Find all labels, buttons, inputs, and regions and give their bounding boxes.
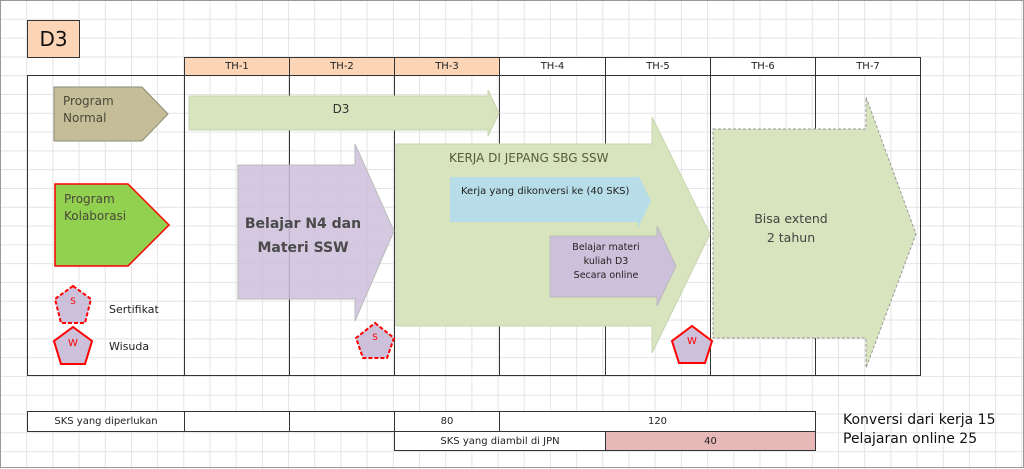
program-kolaborasi-line2: Kolaborasi: [64, 209, 127, 223]
title-box: D3: [27, 20, 80, 58]
wisuda-label: Wisuda: [109, 340, 150, 353]
sertifikat-label: Sertifikat: [109, 303, 159, 316]
wisuda-legend-mark: W: [68, 338, 78, 349]
jpn-value-cell: 40: [605, 431, 816, 451]
sertifikat-legend-icon: [53, 284, 93, 324]
online-line3: Secara online: [573, 270, 639, 281]
extend-arrow: [712, 96, 917, 369]
sks-th1-cell: [184, 411, 290, 432]
sertifikat-legend-mark: S: [70, 297, 76, 307]
sks-th4-6-cell: 120: [499, 411, 816, 432]
belajar-line1: Belajar N4 dan: [244, 216, 362, 232]
d3-arrow: [188, 89, 500, 137]
belajar-arrow: [237, 143, 395, 322]
program-normal-line1: Program: [63, 94, 114, 108]
online-arrow: [549, 225, 677, 307]
note-online: Pelajaran online 25: [843, 431, 978, 447]
sks-label-cell: SKS yang diperlukan: [27, 411, 185, 432]
d3-arrow-label: D3: [332, 102, 350, 116]
program-kolaborasi-line1: Program: [64, 192, 115, 206]
extend-line1: Bisa extend: [754, 211, 828, 226]
kerja-label: KERJA DI JEPANG SBG SSW: [449, 151, 609, 165]
konversi-label: Kerja yang dikonversi ke (40 SKS): [461, 186, 630, 197]
belajar-line2: Materi SSW: [257, 240, 349, 256]
program-kolaborasi-shape: [54, 183, 171, 267]
sks-th3-cell: 80: [394, 411, 500, 432]
online-line1: Belajar materi: [572, 242, 640, 253]
wisuda-legend-icon: [52, 325, 94, 365]
program-normal-line2: Normal: [63, 111, 107, 125]
sertifikat-marker-icon: [354, 321, 396, 359]
note-konversi: Konversi dari kerja 15: [843, 412, 996, 428]
sks-th2-cell: [289, 411, 395, 432]
online-line2: kuliah D3: [583, 256, 629, 267]
wisuda-marker-mark: W: [687, 336, 697, 347]
jpn-label-cell: SKS yang diambil di JPN: [394, 431, 606, 451]
extend-line2: 2 tahun: [766, 230, 816, 245]
sertifikat-marker-mark: S: [372, 333, 378, 343]
wisuda-marker-icon: [670, 324, 714, 364]
konversi-arrow: [450, 174, 651, 228]
program-normal-shape: [53, 86, 169, 142]
